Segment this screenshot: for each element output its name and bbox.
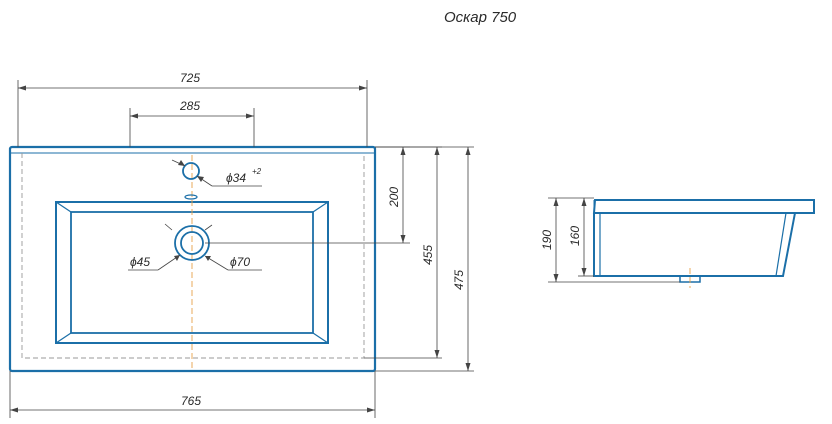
dim-475-arrow-bottom (465, 363, 471, 371)
overflow-slot (184, 194, 198, 200)
dim-765-label: 765 (181, 394, 201, 408)
dim-190-label: 190 (540, 230, 554, 250)
side-bowl (593, 212, 796, 277)
faucet-hole-tolerance: +2 (252, 167, 262, 176)
faucet-arrow-1 (178, 160, 185, 166)
dim-160-label: 160 (568, 226, 582, 246)
dim-475-label: 475 (452, 270, 466, 290)
dim-455-arrow-bottom (434, 350, 440, 358)
drain-cross-1 (204, 224, 213, 231)
drawing-title: Оскар 750 (444, 9, 517, 26)
dim-160-arrow-top (581, 198, 587, 206)
dim-190-arrow-bottom (553, 274, 559, 282)
dim-765-arrow-left (10, 407, 18, 413)
bevel-bl (55, 332, 72, 344)
faucet-hole (182, 162, 200, 180)
bevel-tr (312, 201, 329, 213)
bevel-tl (55, 201, 72, 213)
dim-200-label: 200 (387, 187, 401, 208)
drain-cross-2 (164, 223, 173, 231)
sink-outer-rim (8, 145, 377, 373)
bevel-br (312, 332, 329, 344)
dim-285-arrow-right (246, 113, 254, 119)
hidden-contour (21, 153, 365, 359)
dim-475-arrow-top (465, 147, 471, 155)
dim-725-arrow-left (18, 85, 26, 91)
dim-765-arrow-right (367, 407, 375, 413)
drain-inner-arrow (174, 255, 180, 261)
dim-285-arrow-left (130, 113, 138, 119)
dim-455-label: 455 (421, 245, 435, 265)
dim-160-arrow-bottom (581, 268, 587, 276)
dim-200-arrow-top (400, 147, 406, 155)
dim-200-arrow-bottom (400, 235, 406, 243)
top-view: ϕ34 +2 ϕ45 ϕ70 725 285 765 (8, 71, 474, 418)
drain-outer-arrow (205, 256, 211, 261)
dim-725-label: 725 (180, 71, 200, 85)
dim-285-label: 285 (179, 99, 200, 113)
side-bowl-inner-right (775, 212, 787, 277)
drain-inner-label: ϕ45 (130, 255, 150, 269)
drain-outer-label: ϕ70 (230, 255, 250, 269)
side-view: 190 160 (540, 197, 815, 288)
drain-inner-ring (180, 231, 204, 255)
dim-455-arrow-top (434, 147, 440, 155)
side-rim (592, 199, 815, 214)
faucet-hole-label: ϕ34 (226, 171, 246, 185)
dim-725-arrow-right (359, 85, 367, 91)
faucet-arrow-2 (197, 176, 204, 182)
dim-190-arrow-top (553, 198, 559, 206)
